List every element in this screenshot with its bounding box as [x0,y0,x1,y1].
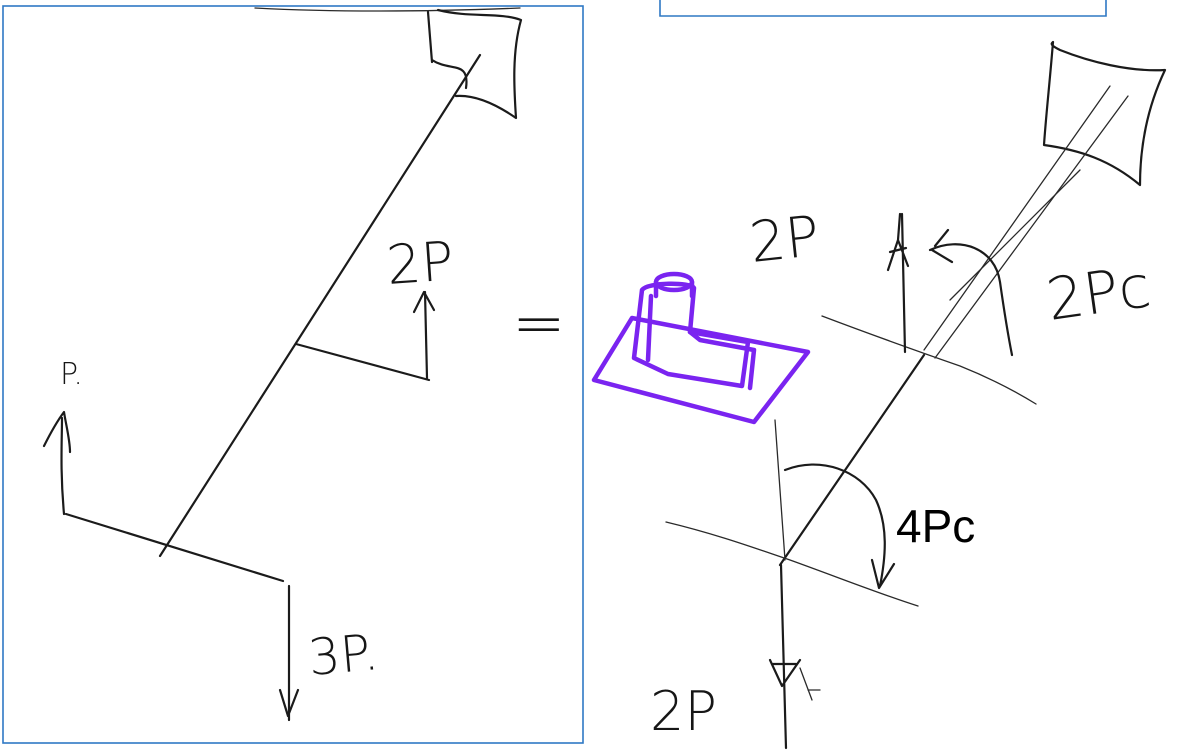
right-member-upper-b [934,95,1129,359]
right-label-moment-lower: 4Pc [896,500,975,552]
left-panel-frame [2,5,584,744]
left-wall-support [426,8,523,120]
left-top-sketch-edge [254,7,521,12]
left-label-force-top: 2P [385,229,456,297]
left-bottom-arrow [278,584,300,722]
3d-shape-icon[interactable] [591,271,811,425]
right-force-down-arrow-tail [799,667,821,701]
right-panel: 2P 2Pc 4Pc 2P [650,0,1167,750]
right-force-down-arrow [768,563,802,750]
left-upper-arm [294,342,431,382]
right-moment-lower-arc [783,463,896,590]
right-moment-upper-arc [928,228,1014,357]
left-lower-arm [64,512,285,583]
left-label-force-bottom: 3P. [306,623,381,687]
left-panel: 2P P. 3P. [2,5,584,744]
left-main-member [158,53,482,558]
right-lower-section-line [665,521,919,607]
right-force-up-arrow [886,212,910,354]
right-wall-support [1042,40,1167,187]
right-label-force-up: 2P [747,204,823,276]
right-member-upper-c [949,169,1081,301]
right-member-upper-a [923,85,1111,351]
right-label-force-down: 2P [650,680,717,743]
left-label-force-left: P. [60,357,83,392]
right-member-lower [778,353,926,567]
equals-sign: = [512,287,566,361]
right-lower-reference-line [774,419,786,561]
right-top-text-box [659,0,1107,17]
right-label-moment-upper: 2Pc [1042,252,1154,334]
left-left-arrow [42,410,72,516]
left-upper-arrow [412,290,436,380]
right-upper-section-line [821,315,1037,405]
